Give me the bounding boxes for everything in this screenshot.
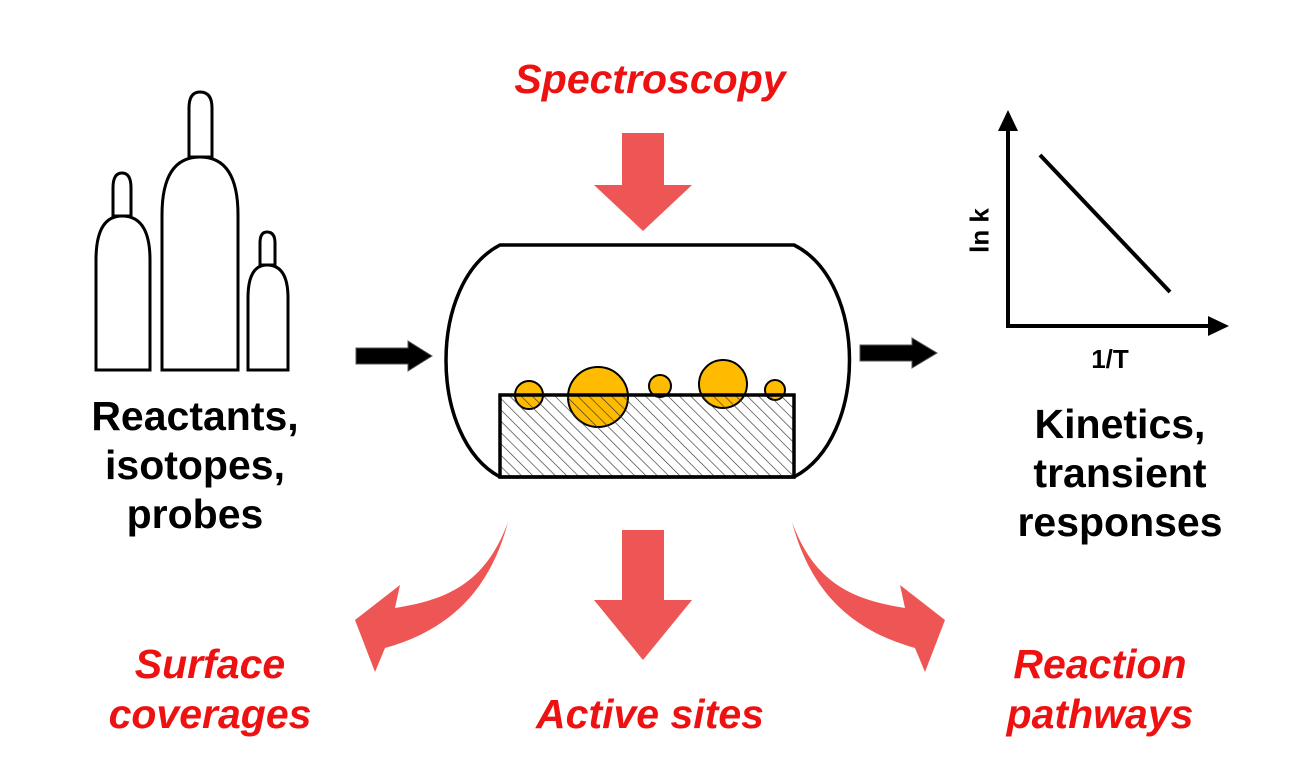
arrhenius-line	[1038, 153, 1172, 294]
hatched-catalyst-support-icon	[498, 393, 796, 479]
surface-coverages-label-line1: Surface	[134, 641, 286, 687]
input-arrow-icon	[355, 340, 433, 372]
active-sites-arrow-icon	[594, 530, 692, 660]
gas-cylinders-icon	[94, 90, 290, 372]
plot-y-axis-label: ln k	[964, 208, 995, 253]
active-sites-label: Active sites	[536, 691, 764, 737]
surface-coverages-label-line2: coverages	[108, 691, 312, 737]
reaction-pathways-label-line2: pathways	[1006, 691, 1194, 737]
surface-coverages-arrow-icon	[355, 522, 508, 672]
reactants-label-line3: probes	[126, 491, 264, 537]
reaction-pathways-label-line1: Reaction	[1013, 641, 1187, 687]
output-arrow-icon	[859, 337, 938, 369]
reactants-label-line2: isotopes,	[105, 442, 285, 488]
kinetics-label-line3: responses	[1017, 499, 1223, 545]
arrhenius-plot-icon	[998, 110, 1229, 336]
kinetics-label-line1: Kinetics,	[1034, 401, 1206, 447]
reaction-pathways-arrow-icon	[792, 522, 945, 672]
plot-x-axis-label: 1/T	[1091, 344, 1129, 374]
spectroscopy-label: Spectroscopy	[514, 56, 786, 102]
spectroscopy-arrow-icon	[594, 133, 692, 231]
reactants-label-line1: Reactants,	[91, 393, 299, 439]
kinetics-label-line2: transient	[1033, 450, 1207, 496]
